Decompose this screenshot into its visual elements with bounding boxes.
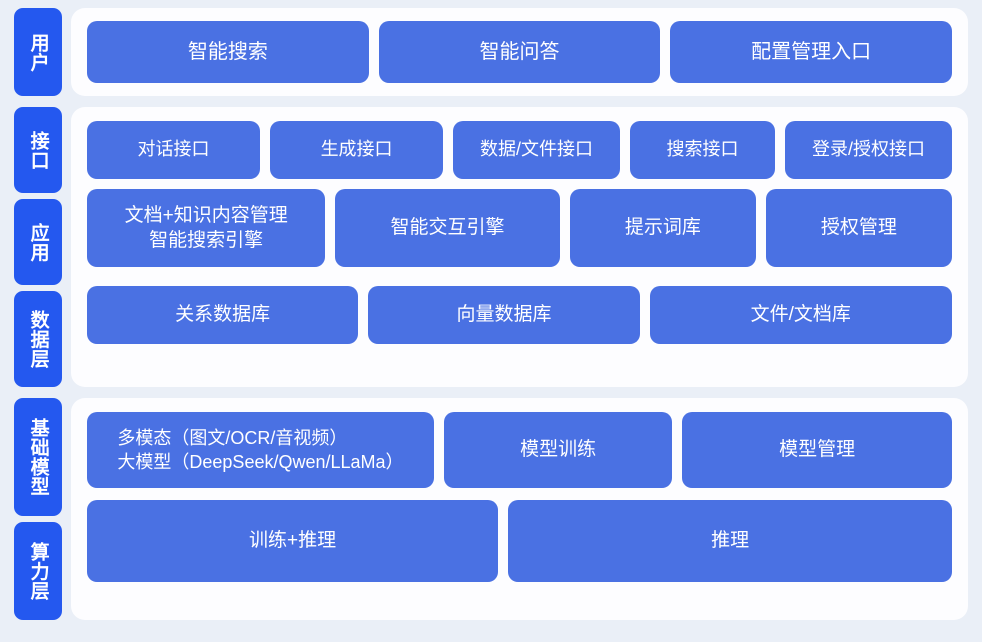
row-data-layer: 关系数据库 向量数据库 文件/文档库: [87, 286, 952, 344]
rail-middle: 接口 应用 数据层: [14, 107, 62, 387]
rail-tab-data-layer[interactable]: 数据层: [14, 291, 62, 387]
rail-tab-compute-layer[interactable]: 算力层: [14, 521, 62, 620]
row-interface: 对话接口 生成接口 数据/文件接口 搜索接口 登录/授权接口: [87, 121, 952, 179]
box-multimodal-large-model[interactable]: 多模态（图文/OCR/音视频） 大模型（DeepSeek/Qwen/LLaMa）: [87, 412, 434, 488]
box-inference[interactable]: 推理: [508, 500, 952, 582]
card-user: 智能搜索 智能问答 配置管理入口: [71, 8, 968, 96]
rail-tab-data-layer-label: 数据层: [27, 309, 49, 369]
rail-base: 基础模型 算力层: [14, 398, 62, 620]
rail-tab-user[interactable]: 用户: [14, 8, 62, 96]
box-generation-interface[interactable]: 生成接口: [270, 121, 444, 179]
box-authorization-management[interactable]: 授权管理: [765, 189, 952, 267]
rail-tab-interface-label: 接口: [27, 130, 49, 170]
box-smart-search[interactable]: 智能搜索: [87, 21, 369, 83]
card-middle: 对话接口 生成接口 数据/文件接口 搜索接口 登录/授权接口 文档+知识内容管理…: [71, 107, 968, 387]
box-data-file-interface[interactable]: 数据/文件接口: [453, 121, 620, 179]
rail-tab-application[interactable]: 应用: [14, 199, 62, 285]
box-file-document-store[interactable]: 文件/文档库: [649, 286, 952, 344]
section-middle: 接口 应用 数据层 对话接口 生成接口 数据/文件接口 搜索接口 登录/授权接口…: [14, 107, 968, 387]
box-model-management[interactable]: 模型管理: [682, 412, 952, 488]
row-compute-layer: 训练+推理 推理: [87, 500, 952, 582]
box-vector-database[interactable]: 向量数据库: [368, 286, 640, 344]
box-smart-interaction-engine[interactable]: 智能交互引擎: [335, 189, 560, 267]
row-application: 文档+知识内容管理 智能搜索引擎 智能交互引擎 提示词库 授权管理: [87, 189, 952, 267]
box-model-training[interactable]: 模型训练: [443, 412, 673, 488]
box-dialog-interface[interactable]: 对话接口: [87, 121, 261, 179]
row-base-model: 多模态（图文/OCR/音视频） 大模型（DeepSeek/Qwen/LLaMa）…: [87, 412, 952, 488]
box-prompt-library[interactable]: 提示词库: [569, 189, 756, 267]
rail-tab-interface[interactable]: 接口: [14, 107, 62, 193]
rail-tab-application-label: 应用: [27, 222, 49, 262]
row-user: 智能搜索 智能问答 配置管理入口: [87, 21, 953, 83]
rail-tab-base-model-label: 基础模型: [27, 417, 49, 496]
box-login-auth-interface[interactable]: 登录/授权接口: [785, 121, 952, 179]
rail-user: 用户: [14, 8, 62, 96]
box-smart-qa[interactable]: 智能问答: [378, 21, 661, 83]
card-base: 多模态（图文/OCR/音视频） 大模型（DeepSeek/Qwen/LLaMa）…: [71, 398, 968, 620]
section-user: 用户 智能搜索 智能问答 配置管理入口: [14, 8, 968, 96]
section-base: 基础模型 算力层 多模态（图文/OCR/音视频） 大模型（DeepSeek/Qw…: [14, 398, 968, 620]
rail-tab-user-label: 用户: [27, 32, 49, 72]
rail-tab-compute-layer-label: 算力层: [27, 541, 49, 601]
box-training-inference[interactable]: 训练+推理: [87, 500, 499, 582]
box-relational-database[interactable]: 关系数据库: [87, 286, 359, 344]
box-doc-knowledge-management[interactable]: 文档+知识内容管理 智能搜索引擎: [87, 189, 326, 267]
box-config-management-entry[interactable]: 配置管理入口: [670, 21, 953, 83]
box-search-interface[interactable]: 搜索接口: [629, 121, 776, 179]
rail-tab-base-model[interactable]: 基础模型: [14, 398, 62, 516]
